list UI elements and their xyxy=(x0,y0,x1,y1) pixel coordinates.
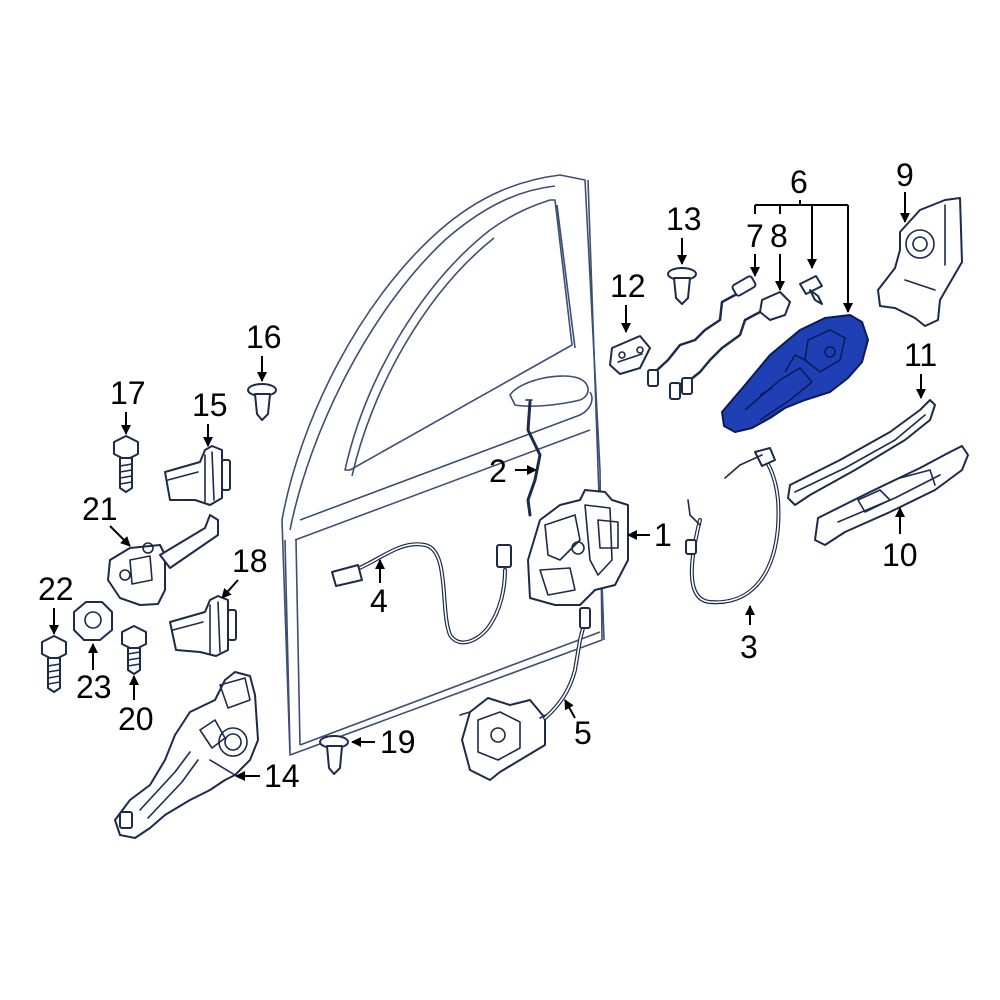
part-cable-4[interactable] xyxy=(331,542,512,645)
part-handle-carrier-highlighted[interactable] xyxy=(721,314,869,433)
part-door-lock[interactable] xyxy=(527,489,629,606)
svg-text:5: 5 xyxy=(574,715,592,751)
svg-text:23: 23 xyxy=(76,669,112,705)
part-17-bolt[interactable] xyxy=(113,435,139,493)
part-9-bracket[interactable] xyxy=(877,197,963,327)
svg-text:9: 9 xyxy=(896,157,914,193)
svg-text:20: 20 xyxy=(118,701,154,737)
callout-7: 7 xyxy=(746,218,764,277)
part-18-hinge[interactable] xyxy=(169,595,237,657)
part-10-outer-handle[interactable] xyxy=(814,445,969,546)
part-7[interactable] xyxy=(647,275,757,387)
part-21-check-strap[interactable] xyxy=(107,514,219,606)
part-22-bolt[interactable] xyxy=(41,635,67,693)
svg-text:8: 8 xyxy=(770,218,788,254)
svg-text:1: 1 xyxy=(654,517,672,553)
callout-15: 15 xyxy=(192,387,228,447)
part-12-striker[interactable] xyxy=(609,335,651,375)
part-19-clip[interactable] xyxy=(319,735,349,775)
svg-text:7: 7 xyxy=(746,218,764,254)
callout-20: 20 xyxy=(118,675,154,737)
callout-3: 3 xyxy=(740,605,758,665)
part-13-clip[interactable] xyxy=(667,267,697,305)
svg-text:14: 14 xyxy=(264,758,300,794)
svg-text:6: 6 xyxy=(790,164,808,200)
part-rod[interactable] xyxy=(525,399,542,517)
svg-text:3: 3 xyxy=(740,629,758,665)
callout-4: 4 xyxy=(370,559,388,619)
callout-12: 12 xyxy=(610,268,646,333)
callout-9: 9 xyxy=(896,157,914,223)
svg-text:2: 2 xyxy=(489,453,507,489)
callout-18: 18 xyxy=(221,543,268,599)
svg-text:15: 15 xyxy=(192,387,228,423)
callout-21: 21 xyxy=(82,491,131,547)
part-20-bolt[interactable] xyxy=(121,625,147,675)
callout-5: 5 xyxy=(564,699,592,751)
part-actuator-5[interactable] xyxy=(459,607,591,781)
svg-text:12: 12 xyxy=(610,268,646,304)
svg-text:18: 18 xyxy=(232,543,268,579)
part-8[interactable] xyxy=(669,291,791,400)
part-16-clip[interactable] xyxy=(247,383,277,421)
callout-6: 6 xyxy=(754,164,853,313)
callout-16: 16 xyxy=(246,319,282,382)
part-23-nut[interactable] xyxy=(73,601,113,641)
callout-10: 10 xyxy=(882,507,918,573)
svg-text:22: 22 xyxy=(38,571,74,607)
part-screw-6[interactable] xyxy=(799,275,823,305)
callout-13: 13 xyxy=(666,201,702,265)
callout-17: 17 xyxy=(110,375,146,435)
callout-19: 19 xyxy=(351,724,416,760)
door-shell xyxy=(281,174,605,756)
svg-text:11: 11 xyxy=(904,337,937,373)
callout-1: 1 xyxy=(627,517,672,553)
callout-14: 14 xyxy=(235,758,300,794)
part-11-gasket[interactable] xyxy=(787,399,936,506)
callout-2: 2 xyxy=(489,453,537,489)
svg-text:19: 19 xyxy=(380,724,416,760)
svg-text:16: 16 xyxy=(246,319,282,355)
svg-text:10: 10 xyxy=(882,537,918,573)
svg-text:17: 17 xyxy=(110,375,146,411)
callout-23: 23 xyxy=(76,643,112,705)
svg-text:21: 21 xyxy=(82,491,118,527)
svg-text:13: 13 xyxy=(666,201,702,237)
part-14-regulator[interactable] xyxy=(114,671,259,839)
callout-11: 11 xyxy=(904,337,937,399)
callout-8: 8 xyxy=(770,218,788,291)
callout-22: 22 xyxy=(38,571,74,635)
part-cable-3[interactable] xyxy=(685,447,781,605)
part-15-hinge[interactable] xyxy=(164,445,231,506)
svg-text:4: 4 xyxy=(370,583,388,619)
